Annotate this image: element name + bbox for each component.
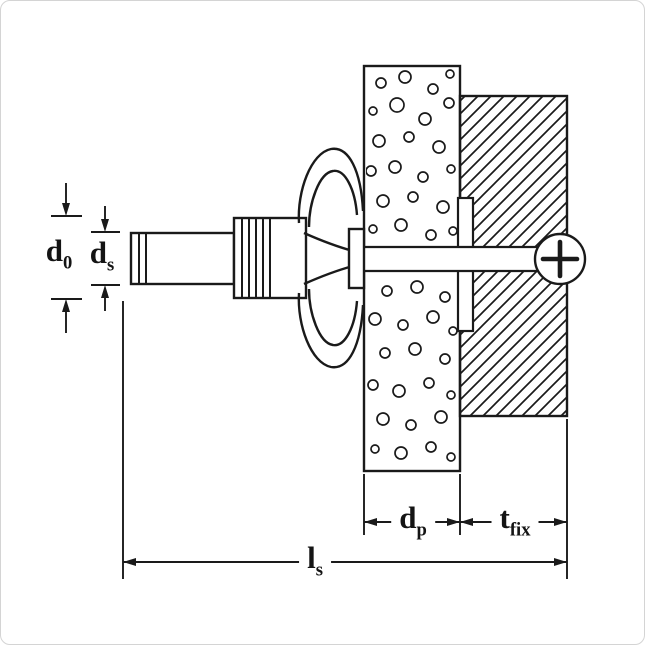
anchor-seat	[347, 227, 366, 290]
screw-shaft-through	[353, 245, 545, 273]
label-tfix: tfix	[491, 500, 539, 541]
label-dp-sub: p	[416, 519, 427, 541]
phillips-cross-icon	[540, 239, 580, 279]
dimension-d0	[51, 183, 82, 333]
label-tfix-sub: fix	[509, 519, 531, 541]
screw-head	[533, 232, 587, 286]
label-ds: ds	[90, 237, 115, 275]
dimension-ls	[123, 558, 567, 566]
label-ds-sub: s	[107, 254, 115, 276]
label-dp-main: d	[399, 500, 417, 536]
label-ls: ls	[299, 542, 331, 580]
label-ds-main: d	[89, 235, 107, 271]
label-tfix-main: t	[499, 500, 510, 536]
aggregate-dots	[366, 69, 458, 462]
label-ls-main: l	[307, 540, 316, 576]
label-d0: d0	[46, 235, 73, 273]
extension-lines	[122, 301, 568, 579]
anchor-sleeve	[232, 216, 308, 300]
anchor-wings	[297, 147, 365, 369]
label-d0-main: d	[45, 233, 63, 269]
dimension-ds	[91, 206, 120, 311]
screw-shank	[129, 231, 236, 286]
label-ls-sub: s	[315, 559, 323, 581]
label-dp: dp	[391, 502, 435, 540]
label-d0-sub: 0	[62, 252, 73, 274]
